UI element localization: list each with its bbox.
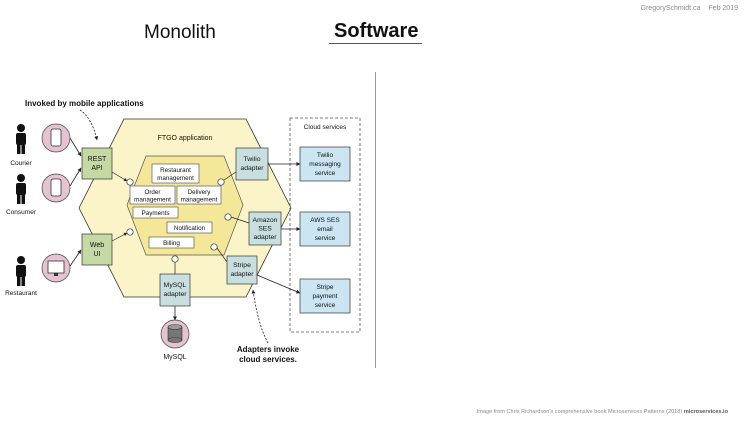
courier-person-icon <box>17 124 25 132</box>
title-software: Software <box>334 20 419 42</box>
courier-label: Courier <box>10 160 32 167</box>
order-mgmt-line1: Order <box>144 189 160 196</box>
port-webui <box>126 228 134 236</box>
callout-mobile-apps: Invoked by mobile applications <box>25 99 144 108</box>
callout-adapters-line2: cloud services. <box>239 355 297 364</box>
twilio-service-line3: service <box>315 170 336 177</box>
port-stripe <box>210 243 218 251</box>
callout-adapters-line1: Adapters invoke <box>237 345 300 354</box>
restaurant-mgmt-line1: Restaurant <box>160 167 191 174</box>
core-to-ses-line <box>230 216 250 224</box>
module-order-management: Order management <box>129 185 176 205</box>
image-credit: Image from Chris Richardson's comprehens… <box>477 409 728 415</box>
stripe-adapter-line1: Stripe <box>233 262 251 269</box>
twilio-adapter: Twilio adapter <box>235 147 269 181</box>
twilio-service-line1: Twilio <box>317 152 334 159</box>
restaurant-browser-device <box>41 253 71 283</box>
port-rest <box>126 178 134 186</box>
mysql-adapter: MySQL adapter <box>159 273 191 307</box>
rest-api-label-line1: REST <box>88 156 107 163</box>
title-monolith: Monolith <box>144 22 216 43</box>
cloud-services-boundary <box>289 117 361 333</box>
stripe-service-line3: service <box>315 302 336 309</box>
twilio-service-line2: messaging <box>309 161 341 168</box>
credit-text: Image from Chris Richardson's comprehens… <box>476 409 683 415</box>
stripe-service-line1: Stripe <box>317 284 334 291</box>
rest-to-core-arrow <box>111 171 128 182</box>
billing-label: Billing <box>163 240 180 247</box>
database-icon <box>167 324 183 343</box>
web-ui-adapter: Web UI <box>81 233 113 266</box>
mysql-adapter-line2: adapter <box>163 291 187 298</box>
web-ui-label-line2: UI <box>94 251 101 258</box>
mysql-adapter-line1: MySQL <box>164 282 187 289</box>
web-ui-label-line1: Web <box>90 242 104 249</box>
vertical-divider <box>375 72 376 368</box>
courier-to-rest-arrow <box>69 137 82 157</box>
ses-adapter-line1: Amazon <box>253 217 278 224</box>
order-mgmt-line2: management <box>134 197 171 204</box>
webui-to-core-arrow <box>111 232 128 242</box>
credit-link[interactable]: microservices.io <box>683 409 728 415</box>
aws-ses-email-service: AWS SES email service <box>299 211 351 247</box>
module-notification: Notification <box>166 221 213 234</box>
monitor-icon <box>47 260 65 274</box>
restaurant-person-icon <box>17 256 25 264</box>
ses-service-line2: email <box>317 226 333 233</box>
restaurant-label: Restaurant <box>5 290 37 297</box>
twilio-messaging-service: Twilio messaging service <box>299 146 351 182</box>
ses-service-line1: AWS SES <box>310 217 340 224</box>
delivery-mgmt-line2: management <box>181 197 218 204</box>
header-meta: GregorySchmidt.ca Feb 2019 <box>635 5 738 12</box>
title-underline <box>329 43 422 44</box>
stripe-adapter-line2: adapter <box>230 271 254 278</box>
amazon-ses-adapter: Amazon SES adapter <box>248 211 282 246</box>
port-ses <box>224 213 232 221</box>
twilio-adapter-line1: Twilio <box>244 156 261 163</box>
rest-api-adapter: REST API <box>81 147 113 180</box>
ses-adapter-line3: adapter <box>253 234 277 241</box>
stripe-adapter: Stripe adapter <box>226 255 258 285</box>
module-delivery-management: Delivery management <box>176 185 222 205</box>
port-mysql <box>171 255 179 263</box>
consumer-phone-device <box>41 173 71 203</box>
callout-mobile-arrow <box>79 109 99 141</box>
consumer-label: Consumer <box>6 209 37 216</box>
app-title: FTGO application <box>158 135 213 142</box>
consumer-person-icon <box>17 174 25 182</box>
courier-phone-device <box>41 123 71 153</box>
consumer-to-rest-arrow <box>69 167 82 187</box>
ses-service-line3: service <box>315 235 336 242</box>
module-billing: Billing <box>148 236 195 249</box>
callout-adapters-arrow <box>251 289 269 344</box>
restaurant-to-webui-arrow <box>69 249 82 267</box>
stripe-service-line2: payment <box>313 293 338 300</box>
core-to-stripe-line <box>216 247 228 263</box>
header-date: Feb 2019 <box>708 5 738 12</box>
core-to-twilio-line <box>223 171 237 181</box>
twilio-adapter-line2: adapter <box>240 165 264 172</box>
rest-api-label-line2: API <box>91 165 102 172</box>
port-twilio <box>217 178 225 186</box>
module-payments: Payments <box>132 206 179 219</box>
consumer-actor: Consumer <box>6 174 37 216</box>
notification-label: Notification <box>174 225 206 232</box>
delivery-mgmt-line1: Delivery <box>188 189 212 196</box>
module-restaurant-management: Restaurant management <box>151 163 200 184</box>
restaurant-mgmt-line2: management <box>157 175 194 182</box>
mysql-db-label: MySQL <box>163 354 186 361</box>
cloud-services-title: Cloud services <box>304 124 347 131</box>
stripe-to-cloud-arrow <box>256 274 301 294</box>
ses-adapter-line2: SES <box>258 226 272 233</box>
phone-icon <box>50 178 62 197</box>
stripe-payment-service: Stripe payment service <box>299 278 351 314</box>
courier-actor: Courier <box>10 124 32 167</box>
restaurant-actor: Restaurant <box>5 256 37 297</box>
site-name: GregorySchmidt.ca <box>640 5 701 12</box>
mysql-database: MySQL <box>160 319 190 361</box>
phone-icon <box>50 128 62 147</box>
payments-label: Payments <box>142 210 170 217</box>
